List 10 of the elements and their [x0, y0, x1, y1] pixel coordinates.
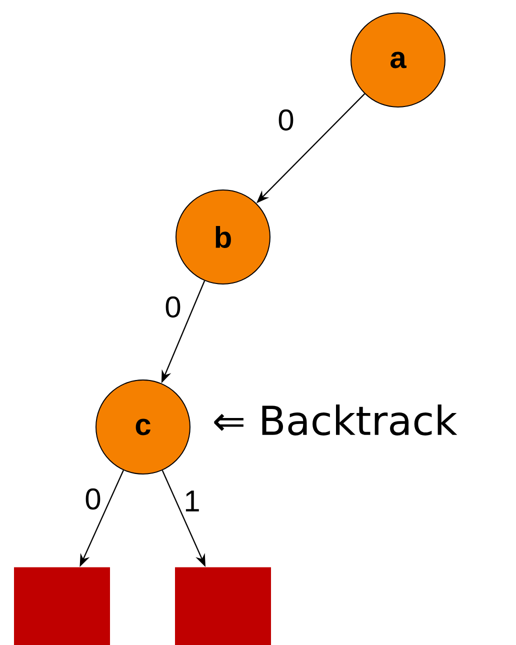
circle-node: a	[350, 12, 446, 108]
circle-node: b	[176, 190, 270, 284]
edge-label: 0	[166, 296, 180, 318]
beside-text: ⇐ Backtrack	[214, 404, 458, 436]
square-block	[175, 567, 271, 645]
edge-label: 0	[86, 488, 100, 510]
circle-node: c	[96, 380, 190, 474]
edge-label: 1	[186, 490, 199, 512]
square-block	[14, 567, 110, 645]
edge-label: 0	[278, 109, 294, 131]
